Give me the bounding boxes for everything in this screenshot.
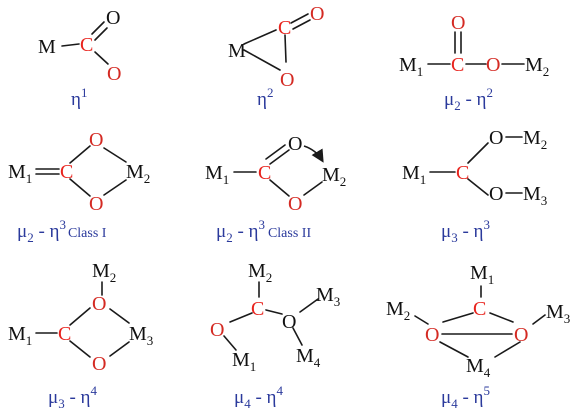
atom-carbon: C	[451, 54, 464, 76]
atom-metal: M	[228, 40, 246, 62]
atom-oxygen: O	[489, 127, 503, 149]
mode-label-eta2: η2	[257, 85, 273, 110]
atom-metal-2: M2	[126, 161, 150, 186]
mode-label-mu2-eta3-class2: μ2 - η3Class II	[216, 217, 311, 245]
atom-oxygen: O	[210, 319, 224, 341]
atom-carbon: C	[58, 323, 71, 345]
atom-oxygen: O	[107, 63, 121, 85]
structure-mu2-eta2: M1 C O O M2	[399, 12, 549, 79]
atom-oxygen: O	[92, 293, 106, 315]
mode-label-mu3-eta4: μ3 - η4	[48, 383, 97, 411]
mode-label-mu4-eta4: μ4 - η4	[234, 383, 283, 411]
atom-metal-3: M3	[129, 323, 153, 348]
atom-oxygen: O	[89, 193, 103, 215]
structure-eta2: M C O O	[228, 3, 324, 91]
atom-carbon: C	[258, 162, 271, 184]
atom-oxygen: O	[486, 54, 500, 76]
atom-oxygen: O	[280, 69, 294, 91]
atom-metal-2: M2	[523, 127, 547, 152]
atom-metal-2: M2	[525, 54, 549, 79]
mode-label-mu4-eta5: μ4 - η5	[441, 383, 490, 411]
structure-mu4-eta4: M2 C O O M3 M1 M4	[210, 260, 340, 374]
atom-oxygen: O	[514, 324, 528, 346]
atom-metal: M	[38, 36, 56, 58]
atom-metal-4: M4	[296, 345, 321, 370]
atom-metal-2: M2	[386, 298, 410, 323]
atom-oxygen: O	[89, 129, 103, 151]
atom-carbon: C	[278, 17, 291, 39]
atom-metal-1: M1	[205, 162, 229, 187]
atom-metal-3: M3	[546, 301, 570, 326]
atom-oxygen: O	[106, 7, 120, 29]
atom-oxygen: O	[288, 193, 302, 215]
structure-mu4-eta5: M1 C M2 O O M3 M4	[386, 262, 570, 380]
atom-metal-3: M3	[316, 284, 340, 309]
structure-eta1: M C O O	[38, 7, 121, 85]
atom-oxygen: O	[451, 12, 465, 34]
mode-label-eta1: η1	[71, 85, 87, 110]
atom-carbon: C	[60, 161, 73, 183]
mode-label-mu2-eta3-class1: μ2 - η3Class I	[17, 217, 107, 245]
structure-mu2-eta3-class1: M1 C O O M2	[8, 129, 150, 215]
atom-oxygen: O	[425, 324, 439, 346]
atom-metal-3: M3	[523, 183, 547, 208]
atom-metal-1: M1	[232, 349, 256, 374]
atom-metal-4: M4	[466, 355, 491, 380]
atom-oxygen: O	[92, 353, 106, 375]
atom-oxygen: O	[288, 133, 302, 155]
atom-oxygen: O	[489, 183, 503, 205]
atom-carbon: C	[80, 34, 93, 56]
atom-metal-2: M2	[92, 260, 116, 285]
mode-label-mu2-eta2: μ2 - η2	[444, 85, 493, 113]
mode-label-mu3-eta3: μ3 - η3	[441, 217, 490, 245]
atom-metal-1: M1	[470, 262, 494, 287]
atom-carbon: C	[473, 298, 486, 320]
atom-metal-1: M1	[8, 323, 32, 348]
atom-carbon: C	[456, 162, 469, 184]
structure-mu2-eta3-class2: M1 C O O M2	[205, 133, 346, 215]
atom-metal-2: M2	[248, 260, 272, 285]
atom-oxygen: O	[310, 3, 324, 25]
structure-mu3-eta3: M1 C O O M2 M3	[402, 127, 547, 208]
structure-mu3-eta4: M2 M1 C O O M3	[8, 260, 153, 375]
atom-oxygen: O	[282, 311, 296, 333]
atom-metal-1: M1	[8, 161, 32, 186]
atom-metal-2: M2	[322, 164, 346, 189]
atom-metal-1: M1	[399, 54, 423, 79]
atom-carbon: C	[251, 298, 264, 320]
atom-metal-1: M1	[402, 162, 426, 187]
